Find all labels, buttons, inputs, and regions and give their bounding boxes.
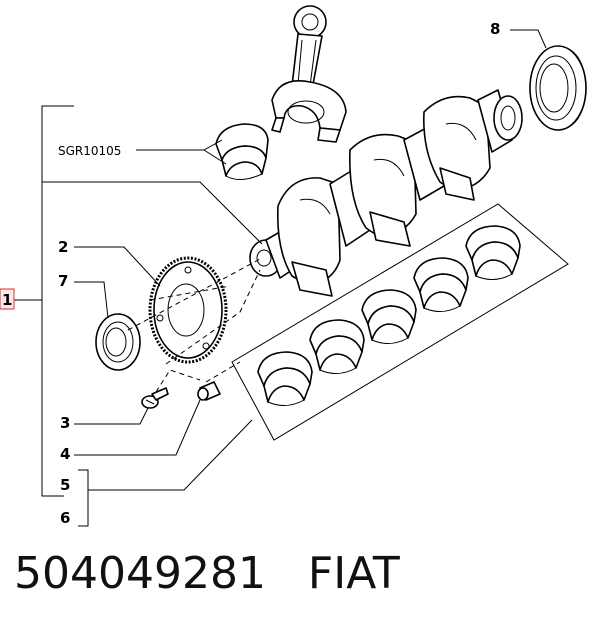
conrod-bearing-shell [215,123,269,180]
dowel-pin [197,381,221,401]
main-bearing-shell [361,289,417,344]
gear-bolt [141,387,169,409]
leader-lines [14,29,547,527]
callout-8[interactable]: 8 [490,20,500,38]
assembly-guide-lines [127,257,263,393]
main-bearing-shell [257,351,313,406]
callout-5[interactable]: 5 [60,476,70,494]
crankshaft [249,89,523,297]
callout-7[interactable]: 7 [58,272,68,290]
part-number: 504049281 [14,548,266,599]
rear-crankshaft-seal [529,45,587,131]
callout-3[interactable]: 3 [60,414,70,432]
connecting-rod [271,5,347,143]
timing-gear [148,256,228,364]
main-bearing-shell [309,319,365,374]
reference-code-label: SGR10105 [58,144,121,158]
main-bearing-shells-group [231,203,569,441]
exploded-view-diagram: 1 2 3 4 5 6 7 8 SGR10105 [0,5,587,527]
callout-2[interactable]: 2 [58,238,68,256]
front-crankshaft-seal [95,313,141,371]
callout-4[interactable]: 4 [60,445,70,463]
callout-6[interactable]: 6 [60,509,70,527]
main-bearing-shell [413,257,469,312]
main-bearing-shell [465,225,521,280]
part-caption: 504049281 FIAT [14,548,400,599]
callout-1-box [0,288,15,310]
callout-1[interactable]: 1 [2,291,12,309]
brand-name: FIAT [307,548,400,599]
